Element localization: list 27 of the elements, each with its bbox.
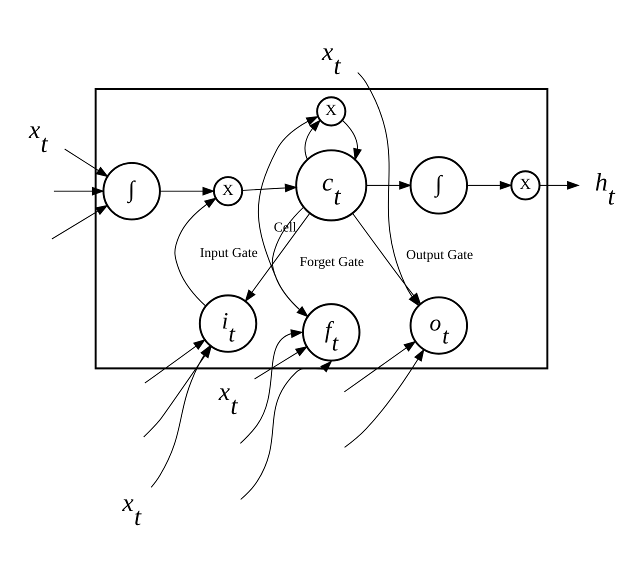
node-label: Forget Gate [300,254,364,269]
arrow [159,186,216,196]
node-circle: X [510,170,541,200]
arrow [366,180,412,190]
arrow [240,329,304,444]
arrow [357,72,420,307]
arrow [254,346,308,380]
node-circle: ∫ [410,156,468,215]
node-circle: X [316,96,346,126]
node-label: Output Gate [406,247,474,262]
arrow [539,180,580,190]
arrow [51,204,108,240]
arrow [344,340,416,392]
arrow [174,197,217,307]
arrow [242,184,298,192]
arrow [466,180,512,190]
arrow [144,338,206,384]
node-circle: ∫ [102,162,161,220]
arrow [244,212,310,302]
arrow [64,148,109,178]
arrow [342,120,362,162]
node-circle: X [212,176,244,206]
arrow [53,186,105,196]
arrow [304,119,321,160]
arrow [240,360,332,500]
arrow [344,348,424,448]
node-label: Input Gate [200,245,258,260]
